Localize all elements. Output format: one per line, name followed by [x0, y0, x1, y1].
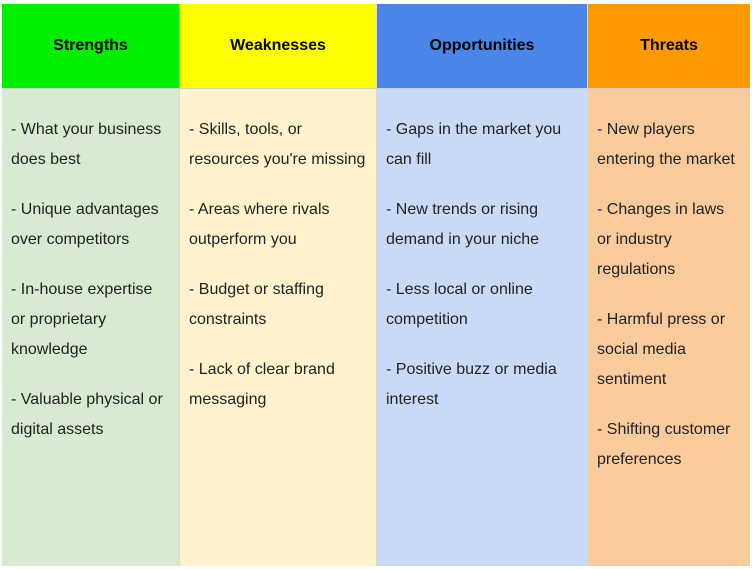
- opportunities-item: - New trends or rising demand in your ni…: [386, 201, 539, 248]
- weaknesses-body: - Skills, tools, or resources you're mis…: [180, 89, 376, 566]
- opportunities-item: - Less local or online competition: [386, 281, 533, 328]
- strengths-item: - Valuable physical or digital assets: [11, 391, 163, 438]
- threats-item: - Changes in laws or industry regulation…: [597, 201, 725, 278]
- weaknesses-item: - Skills, tools, or resources you're mis…: [189, 121, 366, 168]
- strengths-item: - What your business does best: [11, 121, 162, 168]
- strengths-item: - Unique advantages over competitors: [11, 201, 159, 248]
- opportunities-body: - Gaps in the market you can fill - New …: [377, 89, 587, 566]
- swot-table: Strengths - What your business does best…: [2, 4, 750, 566]
- threats-header: Threats: [588, 4, 750, 89]
- weaknesses-item: - Budget or staffing constraints: [189, 281, 324, 328]
- opportunities-header: Opportunities: [377, 4, 587, 89]
- opportunities-column: Opportunities - Gaps in the market you c…: [377, 4, 588, 566]
- threats-item: - Shifting customer preferences: [597, 421, 731, 468]
- weaknesses-column: Weaknesses - Skills, tools, or resources…: [180, 4, 377, 566]
- threats-item: - Harmful press or social media sentimen…: [597, 311, 726, 388]
- weaknesses-item: - Areas where rivals outperform you: [189, 201, 330, 248]
- opportunities-item: - Positive buzz or media interest: [386, 361, 557, 408]
- threats-item: - New players entering the market: [597, 121, 735, 168]
- strengths-item: - In-house expertise or proprietary know…: [11, 281, 153, 358]
- weaknesses-header: Weaknesses: [180, 4, 376, 89]
- strengths-column: Strengths - What your business does best…: [2, 4, 180, 566]
- strengths-body: - What your business does best - Unique …: [2, 89, 179, 566]
- threats-column: Threats - New players entering the marke…: [588, 4, 750, 566]
- strengths-header: Strengths: [2, 4, 179, 89]
- weaknesses-item: - Lack of clear brand messaging: [189, 361, 335, 408]
- opportunities-item: - Gaps in the market you can fill: [386, 121, 562, 168]
- threats-body: - New players entering the market - Chan…: [588, 89, 750, 566]
